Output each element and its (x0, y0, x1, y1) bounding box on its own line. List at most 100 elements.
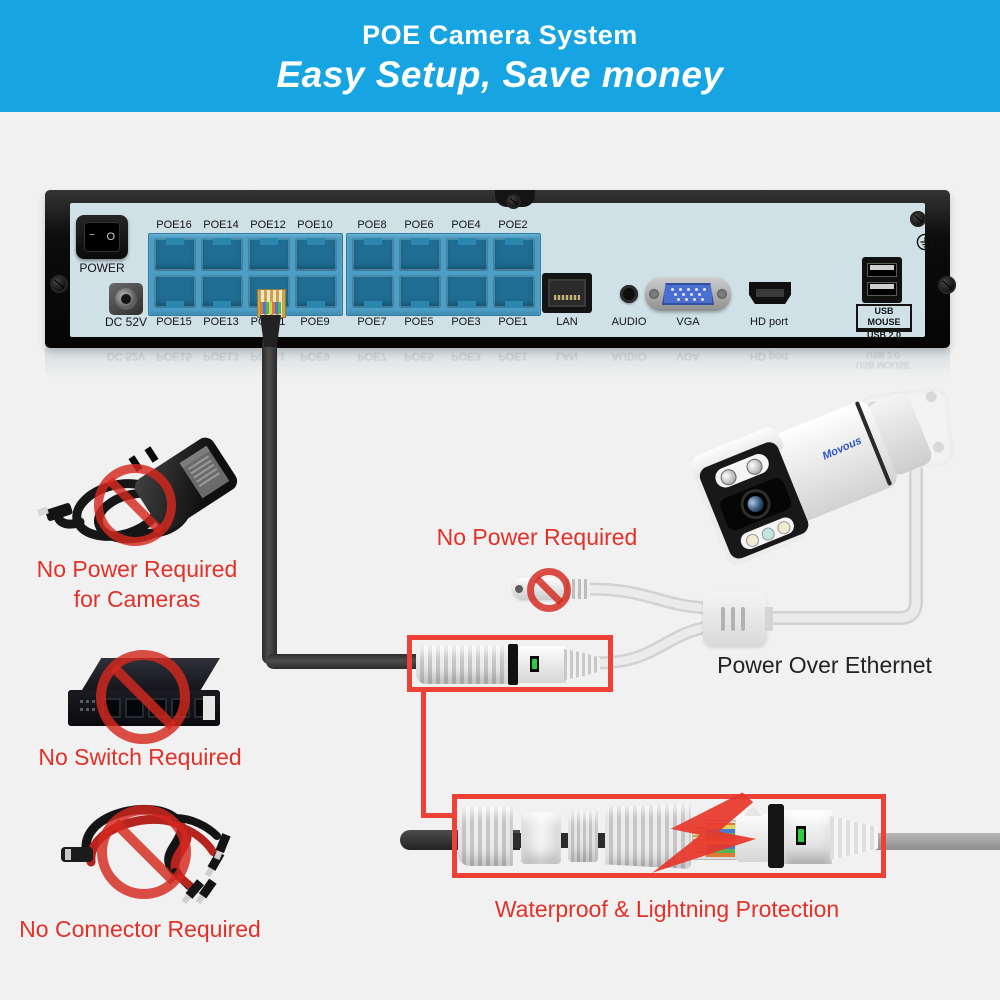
nvr-faceplate: − O POWER DC 52V POE16 POE14 POE12 POE10… (70, 203, 934, 340)
lan-port[interactable] (542, 273, 592, 313)
rj45-port (295, 275, 337, 308)
poe-label: POE3 (451, 316, 481, 328)
rj45-plug-boot (260, 315, 281, 347)
poe-label: POE1 (498, 316, 528, 328)
splitter-slot (741, 607, 745, 631)
vga-connector (662, 283, 714, 305)
rj45-port (201, 238, 243, 271)
rocker-on-mark: − (89, 230, 95, 241)
coupler-black-ring (508, 644, 518, 685)
vga-screw-right (717, 289, 727, 299)
cable-right (876, 833, 1000, 850)
poe-splitter-box (703, 592, 773, 646)
spotlight-led (718, 466, 739, 488)
socket-latch (744, 806, 762, 816)
nvr-reflection-strip (45, 348, 950, 378)
rj45-plug-icon (257, 289, 286, 318)
no-power-for-cameras-line2: for Cameras (73, 586, 201, 612)
vga-screw-left (649, 289, 659, 299)
rj45-port (493, 275, 535, 308)
coupler-highlight-box (407, 635, 613, 692)
rj45-port (154, 275, 196, 308)
switch-sticker (203, 696, 215, 720)
rj45-port (399, 238, 441, 271)
poe-label: POE4 (451, 219, 481, 231)
hdmi-port[interactable] (749, 282, 791, 304)
switch-leds (80, 700, 83, 703)
power-adapter-vignette (37, 433, 241, 563)
warm-led (775, 519, 793, 537)
spotlight-led (744, 456, 765, 478)
ethernet-cable-horizontal (266, 654, 418, 669)
rj45-port (154, 238, 196, 271)
usb2-label: USB 2.0 (866, 330, 901, 340)
connector-vignette (55, 792, 245, 910)
power-rocker: − O (84, 222, 120, 252)
right-edge-screw (938, 276, 956, 294)
audio-label: AUDIO (611, 316, 647, 328)
vga-pins (671, 288, 674, 291)
rj45-port (295, 238, 337, 271)
connector-led-body (784, 810, 832, 864)
power-label: POWER (79, 261, 125, 275)
page-subtitle: Easy Setup, Save money (276, 54, 724, 95)
power-switch[interactable]: − O (76, 215, 128, 259)
no-switch-label: No Switch Required (38, 744, 242, 770)
camera-lens (736, 484, 776, 524)
top-screw (506, 194, 521, 209)
callout-line-vertical (421, 690, 426, 818)
compression-ring (568, 810, 598, 862)
poe-label: POE8 (357, 219, 387, 231)
dc-power-jack[interactable] (109, 283, 143, 315)
rubber-gasket (521, 812, 561, 864)
coupler-led-body (518, 646, 566, 683)
usb-label-box: USB MOUSE USB 2.0 (856, 304, 912, 340)
waterproof-end-cap (458, 806, 513, 866)
usb-mouse-label: USB MOUSE (858, 306, 910, 330)
dc-pigtail-ribs (566, 579, 590, 599)
prohibition-icon (97, 805, 191, 899)
usb-slot-1 (867, 263, 897, 277)
prohibition-icon (94, 464, 176, 546)
left-edge-screw (50, 275, 68, 293)
no-power-for-cameras-line1: No Power Required (36, 556, 238, 582)
prohibition-icon (527, 568, 571, 612)
status-led (796, 826, 806, 845)
rj45-port (493, 238, 535, 271)
rocker-off-mark: O (106, 231, 115, 243)
no-connector-label: No Connector Required (19, 916, 261, 942)
lan-label: LAN (556, 316, 578, 328)
vga-port[interactable] (645, 277, 731, 311)
status-led (530, 656, 539, 672)
waterproof-label: Waterproof & Lightning Protection (494, 896, 840, 922)
audio-jack[interactable] (620, 285, 638, 303)
poe-label: POE15 (156, 316, 192, 328)
poe-label: POE6 (404, 219, 434, 231)
splitter-nipple (765, 607, 773, 631)
rj45-port (399, 275, 441, 308)
usb-ports[interactable] (862, 257, 902, 303)
poe-label: POE12 (250, 219, 286, 231)
rj45-port (352, 238, 394, 271)
coupler-ribbed-body (416, 645, 508, 684)
poe-port-grid-2[interactable] (346, 233, 541, 316)
poe-label: POE2 (498, 219, 528, 231)
rj45-port (248, 238, 290, 271)
waterproof-highlight-box (452, 794, 886, 878)
page-title: POE Camera System (362, 20, 638, 50)
lightning-icon (652, 792, 757, 873)
rj45-port (446, 275, 488, 308)
vga-label: VGA (676, 316, 700, 328)
dc-label: DC 52V (104, 315, 148, 329)
rj45-port (352, 275, 394, 308)
poe-label: POE10 (297, 219, 333, 231)
poe-label: POE14 (203, 219, 239, 231)
splitter-slot (731, 607, 735, 631)
poe-label: POE9 (300, 316, 330, 328)
power-over-ethernet-label: Power Over Ethernet (717, 652, 932, 678)
prohibition-icon (96, 650, 190, 744)
ground-icon (916, 233, 934, 251)
poe-label: POE16 (156, 219, 192, 231)
switch-vignette (62, 650, 227, 744)
